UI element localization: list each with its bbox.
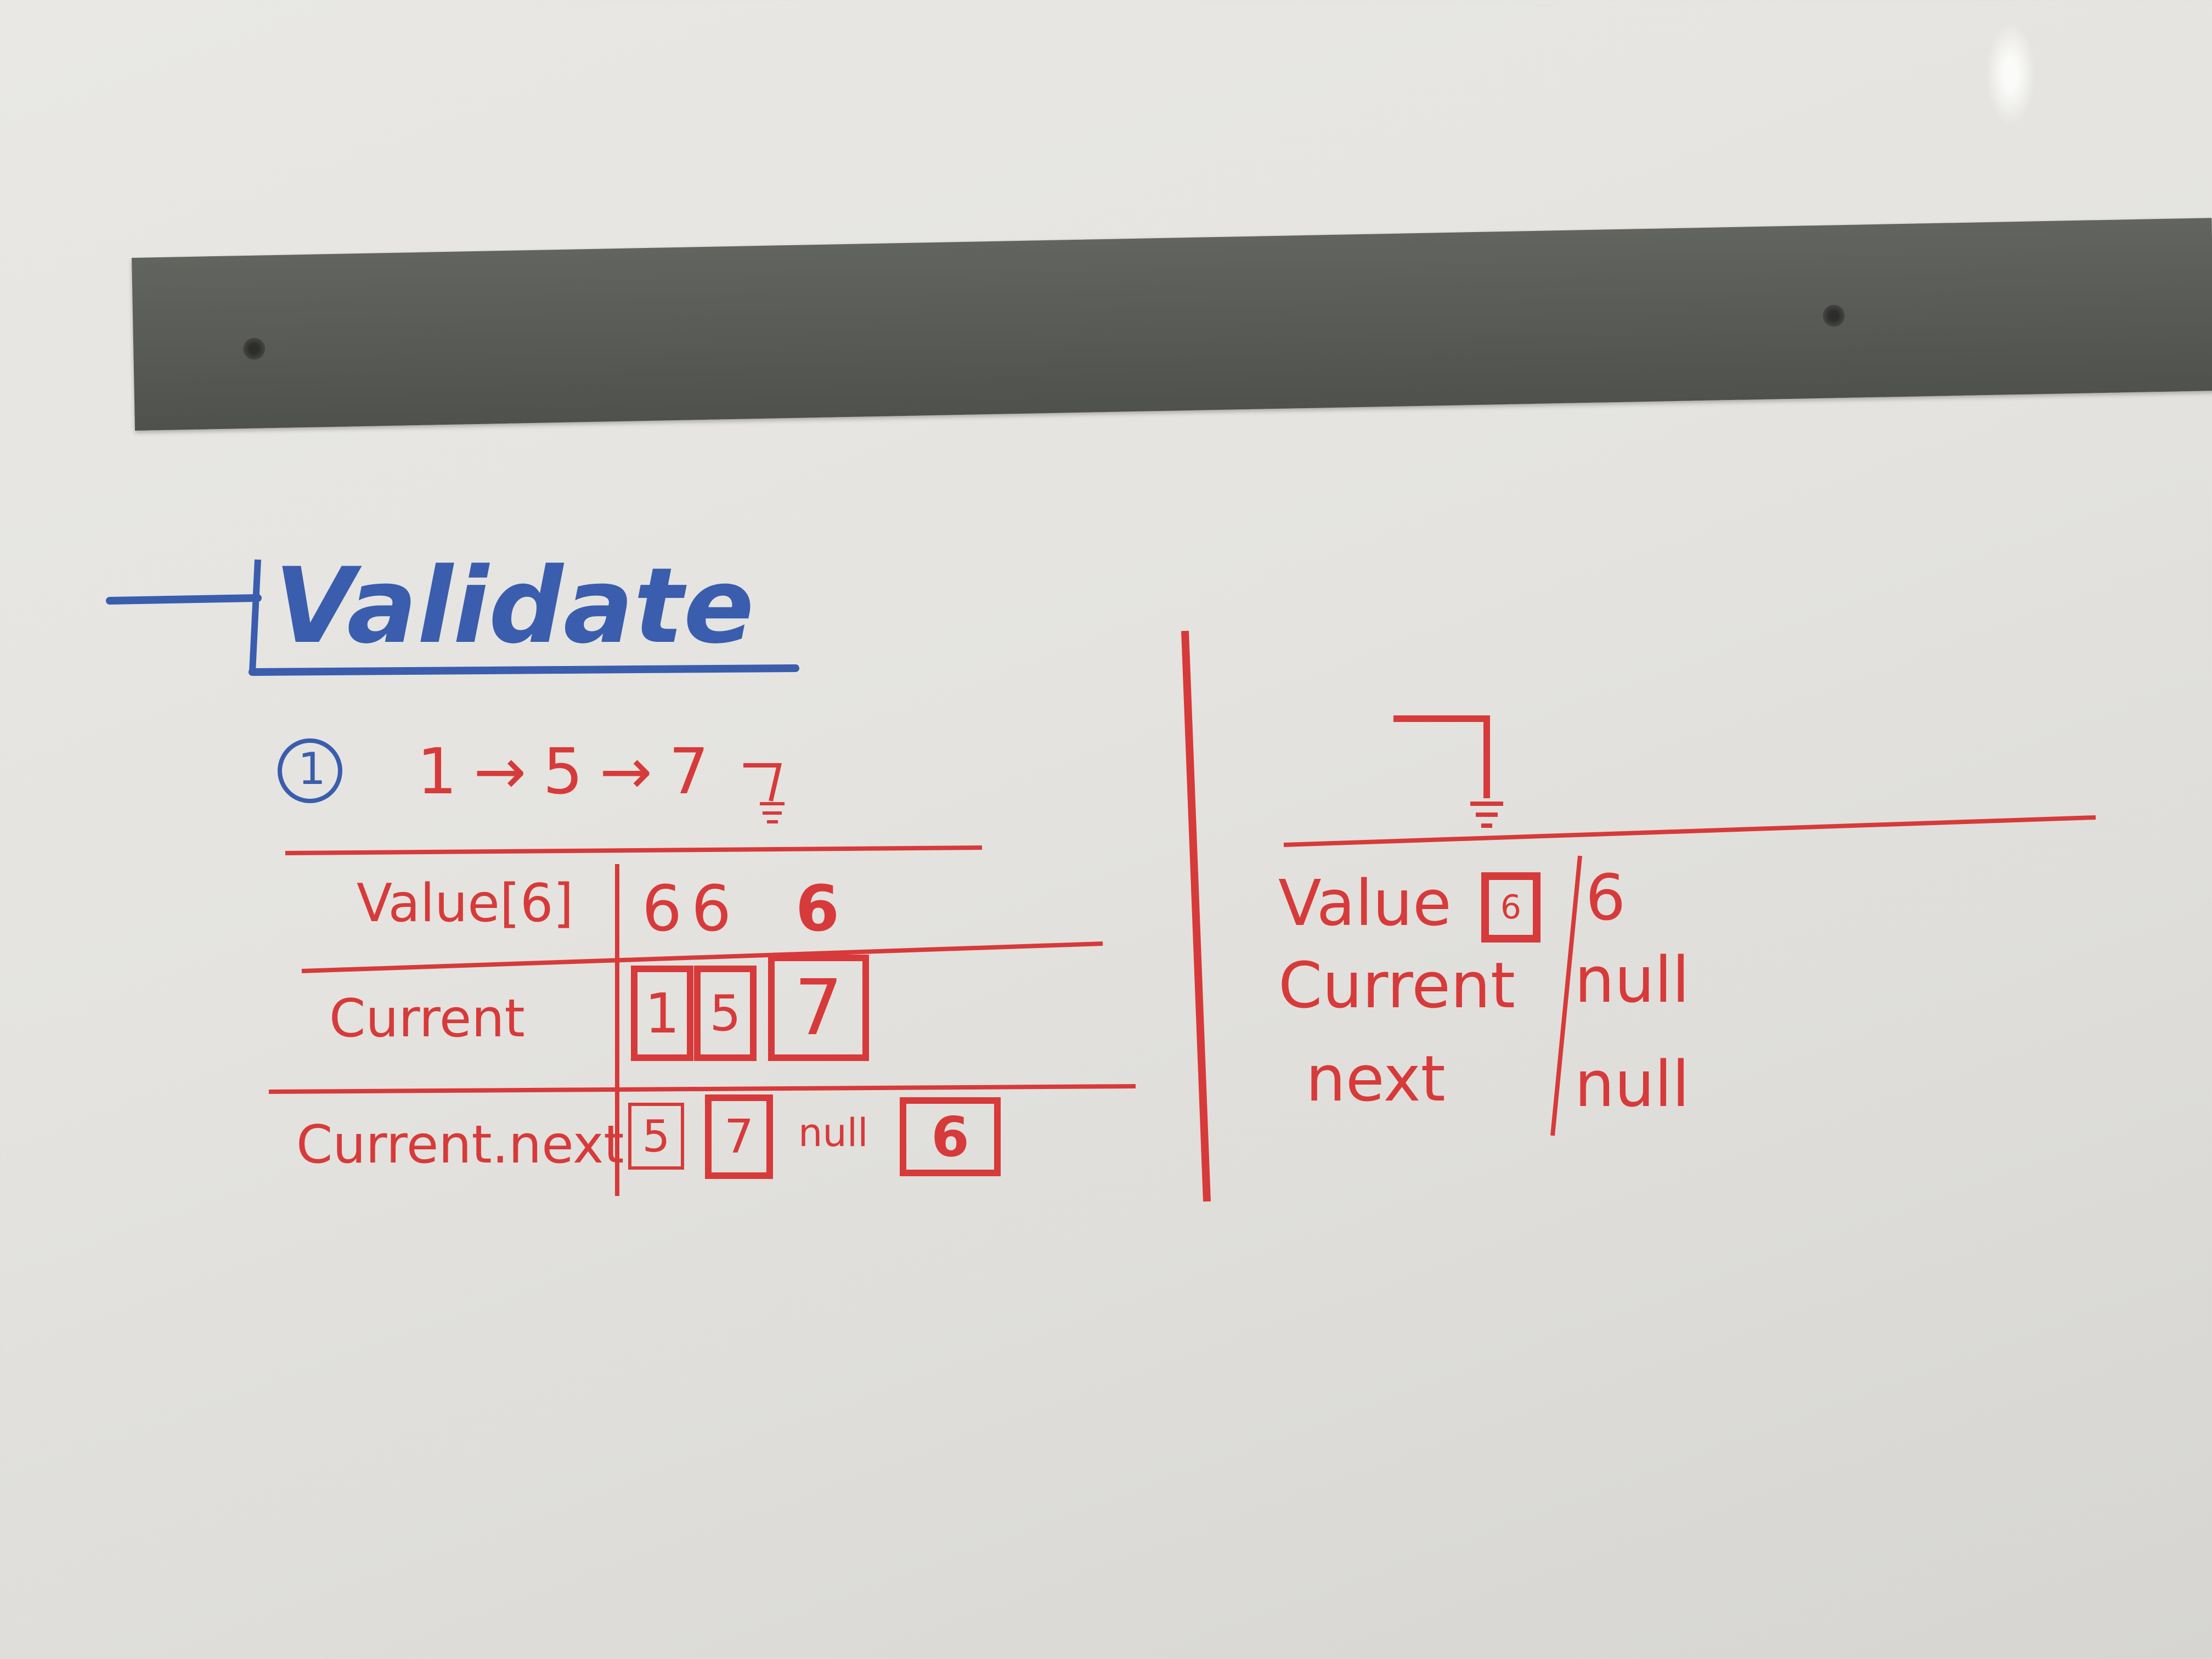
right-current-cell: null [1575, 944, 1690, 1017]
right-table-divider [1550, 855, 1582, 1136]
next-box-4: 6 [900, 1097, 1001, 1176]
right-table-top-line [1283, 815, 2096, 847]
right-next-label: next [1306, 1042, 1446, 1116]
next-box-4-value: 6 [931, 1104, 969, 1169]
page-divider [1181, 630, 1211, 1202]
left-next-label: Current.next [296, 1115, 624, 1175]
current-box-2: 5 [694, 966, 757, 1061]
current-box-2-value: 5 [709, 984, 741, 1042]
next-box-2: 7 [705, 1094, 773, 1179]
step-circle [278, 738, 342, 803]
current-box-1-value: 1 [645, 981, 680, 1046]
left-value-cell-2: 6 [691, 872, 732, 946]
list-sequence: 1→5→7 [417, 735, 726, 809]
right-value-box-value: 6 [1500, 888, 1522, 927]
next-box-2-value: 7 [724, 1109, 754, 1164]
left-value-cell-1: 6 [642, 872, 682, 946]
left-current-label: Current [329, 989, 525, 1049]
light-glare [1986, 22, 2035, 126]
null-node-marker [1393, 715, 1490, 798]
next-box-1-value: 5 [642, 1110, 670, 1162]
left-table-row2-line [268, 1084, 1136, 1094]
right-value-label: Value [1278, 867, 1452, 940]
current-box-1: 1 [631, 966, 693, 1061]
board-title: Validate [274, 545, 754, 667]
next-box-1: 5 [628, 1103, 684, 1170]
right-next-cell: null [1575, 1048, 1690, 1121]
left-table-top-line [285, 845, 983, 855]
list-null-marker [743, 763, 782, 802]
right-value-box: 6 [1481, 872, 1541, 943]
title-lead-line [106, 594, 262, 605]
current-box-3: 7 [768, 955, 869, 1061]
left-table-row1-line [301, 941, 1103, 973]
title-underline [249, 664, 799, 676]
left-value-label: Value[6] [357, 873, 574, 934]
title-bracket [249, 559, 261, 673]
right-value-cell: 6 [1585, 861, 1626, 935]
step-number: 1 [298, 743, 326, 794]
right-current-label: Current [1278, 949, 1515, 1023]
next-null-cell: null [798, 1110, 868, 1155]
left-value-cell-3: 6 [795, 872, 840, 946]
current-box-3-value: 7 [794, 963, 843, 1053]
